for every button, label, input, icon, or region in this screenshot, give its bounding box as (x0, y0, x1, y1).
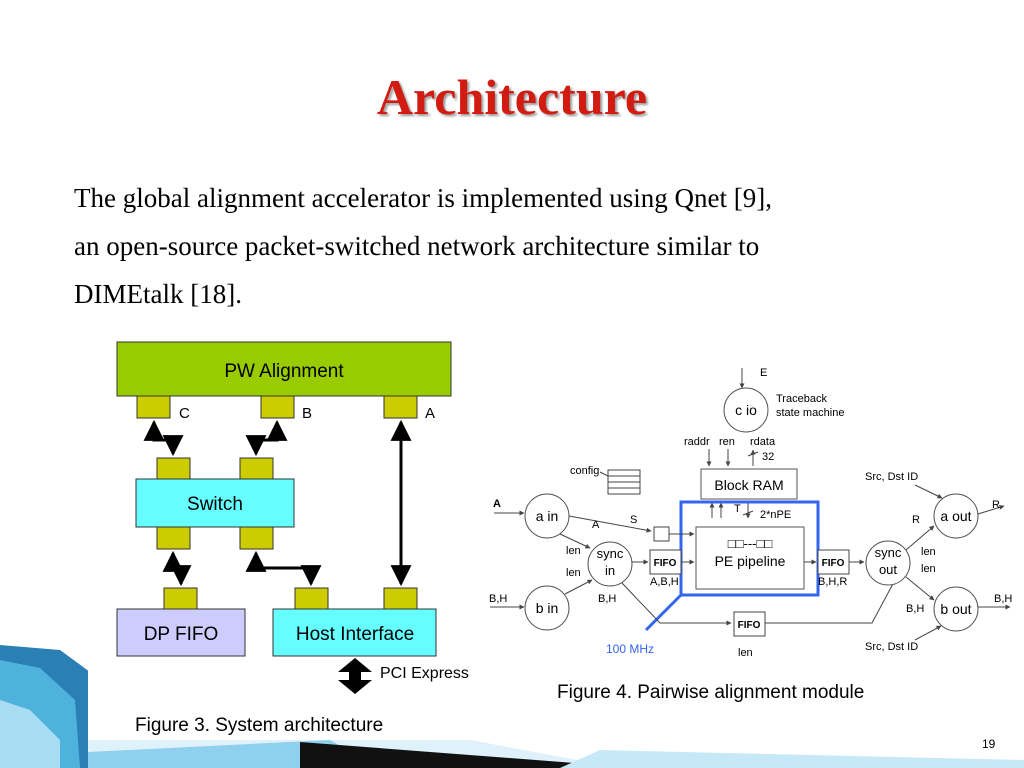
c-io-node (723, 387, 769, 433)
a-b-h-label: A,B,H (650, 576, 679, 588)
switch-label: Switch (187, 494, 243, 515)
t-label: T (734, 503, 741, 515)
block-ram-label: Block RAM (714, 477, 783, 493)
e-label: E (760, 367, 767, 379)
fig3-connections (143, 419, 412, 587)
c-io-label: c io (735, 402, 757, 418)
switch-block (135, 478, 295, 528)
sync-in-label-1: sync (597, 546, 624, 561)
switch-port-bottom-left (156, 526, 191, 550)
pw-alignment-label: PW Alignment (224, 361, 344, 382)
b-h-small-label: B,H (598, 593, 616, 605)
fifo-left-label: FIFO (654, 558, 677, 569)
frequency-label: 100 MHz (606, 642, 654, 656)
len-label-3: len (921, 546, 936, 558)
len-bottom-label: len (738, 647, 753, 659)
sync-out-label-2: out (879, 562, 897, 577)
raddr-label: raddr (684, 436, 710, 448)
page-number: 19 (982, 737, 996, 751)
b-h-right-label: B,H (906, 603, 924, 615)
body-line: an open-source packet-switched network a… (74, 231, 760, 261)
port-b-label: B (302, 405, 312, 422)
two-npe-label: 2*nPE (760, 509, 791, 521)
switch-port-bottom-right (239, 526, 274, 550)
s-register (653, 526, 670, 542)
a-out-node (933, 493, 979, 539)
pw-alignment-block (116, 341, 452, 397)
sync-in-label-2: in (605, 563, 615, 578)
b-in-label: b in (536, 600, 559, 616)
figure4-pairwise-alignment-module: E c io Traceback state machine raddr ren… (484, 356, 1024, 706)
r-small-label: R (912, 514, 920, 526)
sync-out-label-1: sync (875, 545, 902, 560)
body-line: The global alignment accelerator is impl… (74, 183, 773, 213)
figure4-caption: Figure 4. Pairwise alignment module (557, 682, 864, 703)
sync-in-node (587, 541, 633, 587)
b-in-node (524, 585, 570, 631)
pe-dots: □□‑‑‑□□ (728, 536, 773, 551)
ren-label: ren (719, 436, 735, 448)
rdata-label: rdata (750, 436, 776, 448)
b-h-r-label: B,H,R (818, 576, 847, 588)
fifo-bottom-label: FIFO (738, 620, 761, 631)
b-h-out-label: B,H (994, 593, 1012, 605)
port-c (136, 395, 171, 419)
pe-pipeline (695, 526, 805, 590)
port-a-label: A (425, 405, 435, 422)
dp-fifo-port (163, 587, 198, 611)
r-out-label: R (992, 499, 1000, 511)
block-ram (700, 468, 798, 500)
fifo-right-label: FIFO (822, 558, 845, 569)
config-register-icon (607, 469, 641, 495)
a-small-label: A (592, 519, 600, 531)
pci-express-arrow (338, 658, 372, 694)
host-interface-label: Host Interface (296, 624, 414, 645)
fifo-right (817, 549, 850, 575)
input-bh-label: B,H (489, 593, 507, 605)
config-label: config (570, 465, 599, 477)
host-port-left (294, 587, 329, 611)
pci-express-label: PCI Express (380, 665, 469, 682)
sync-out-node (865, 540, 911, 586)
traceback-label-2: state machine (776, 407, 844, 419)
slide-body-text: The global alignment accelerator is impl… (74, 174, 974, 318)
len-label-2: len (566, 567, 581, 579)
input-a-label: A (493, 498, 501, 510)
pe-pipeline-label: PE pipeline (715, 553, 786, 569)
dp-fifo-label: DP FIFO (144, 624, 219, 645)
a-out-label: a out (940, 508, 971, 524)
fifo-bottom (733, 611, 766, 637)
width-32-label: 32 (762, 451, 774, 463)
pe-clock-domain-highlight (679, 500, 820, 597)
a-in-label: a in (536, 508, 559, 524)
body-line: DIMEtalk [18]. (74, 279, 242, 309)
switch-port-top-right (239, 457, 274, 481)
len-label-4: len (921, 563, 936, 575)
figure3-caption: Figure 3. System architecture (135, 715, 383, 736)
figure3-system-architecture: PW Alignment C B A Switch (88, 322, 480, 740)
traceback-label-1: Traceback (776, 393, 827, 405)
host-port-right (383, 587, 418, 611)
len-label-1: len (566, 545, 581, 557)
b-out-label: b out (940, 601, 971, 617)
port-a (383, 395, 418, 419)
port-b (260, 395, 295, 419)
switch-port-top-left (156, 457, 191, 481)
src-dst-bottom-label: Src, Dst ID (865, 641, 918, 653)
b-out-node (933, 586, 979, 632)
slide-title: Architecture (376, 69, 648, 125)
dp-fifo-block (116, 608, 246, 657)
port-c-label: C (179, 405, 190, 422)
src-dst-top-label: Src, Dst ID (865, 471, 918, 483)
host-interface-block (272, 608, 437, 657)
s-label: S (630, 514, 637, 526)
